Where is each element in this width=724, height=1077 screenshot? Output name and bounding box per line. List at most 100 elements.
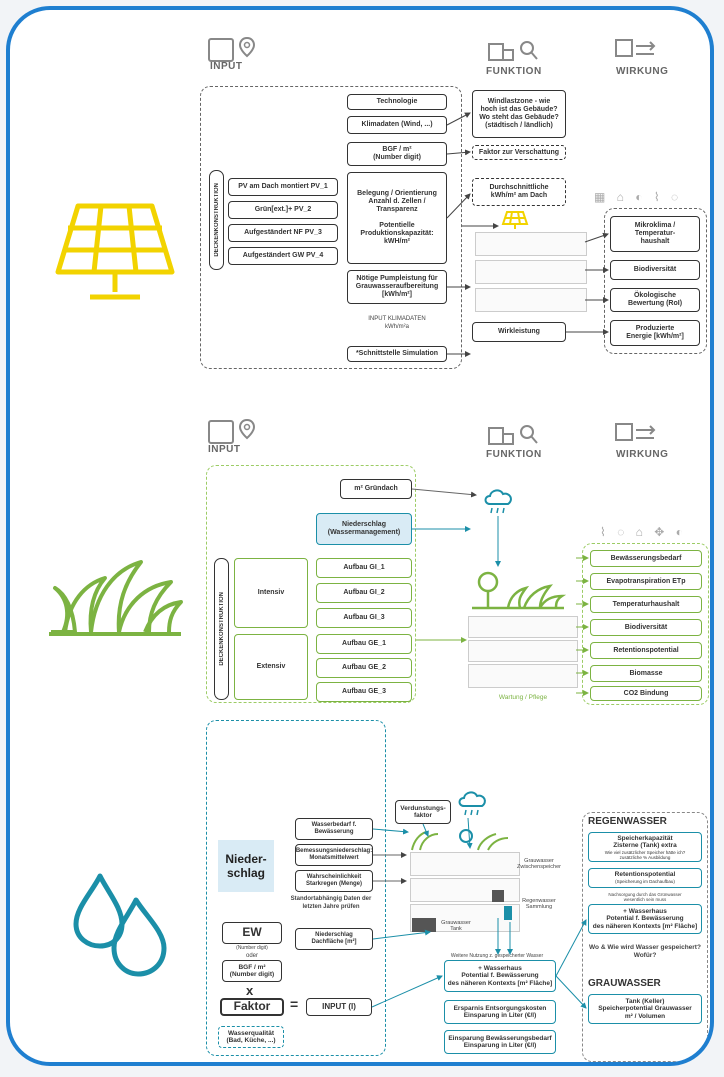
- funktion-header: FUNKTION: [486, 449, 542, 460]
- regenwasser-sammlung-label: Regenwasser Sammlung: [522, 898, 556, 910]
- green-input-container: [206, 465, 416, 703]
- floor-layer: [475, 260, 587, 284]
- water-connectors: [371, 817, 587, 1009]
- multiply-sign: x: [246, 983, 254, 998]
- effect-co2-bindung: CO2 Bindung: [590, 686, 702, 701]
- building-icon: [487, 422, 539, 451]
- bemerkung-note: Nachsorgung durch das Grünwasser wesentl…: [608, 892, 682, 902]
- schnittstelle-box: *Schnittstelle Simulation: [347, 346, 447, 362]
- speicher-label: Speicherkapazität Zisterne (Tank) extra: [613, 834, 677, 850]
- effect-retentionspotential: Retentionspotential: [590, 642, 702, 659]
- page-frame: INPUT FUNKTION WIRKUNG DECKENKONSTRUKTIO…: [6, 6, 714, 1066]
- bgf-box: BGF / m² (Number digit): [347, 142, 447, 166]
- wasserbedarf-box: Wasserbedarf f. Bewässerung: [295, 818, 373, 840]
- plants-icon: [472, 571, 567, 610]
- roof-layer: [475, 232, 587, 256]
- effect-biomasse: Biomasse: [590, 665, 702, 682]
- water-drops-icon: [73, 873, 167, 977]
- floor-layer: [468, 664, 578, 688]
- effect-oekologische-bewertung: Ökologische Bewertung (RoI): [610, 288, 700, 312]
- list-icon: [208, 38, 234, 62]
- solar-left-box-1: PV am Dach montiert PV_1: [228, 178, 338, 196]
- input-klimadaten-label: INPUT KLIMADATEN kWh/m²a: [368, 316, 426, 330]
- wartung-label: Wartung / Pflege: [498, 694, 548, 701]
- standort-note: Standortabhängig Daten der letzten Jahre…: [290, 896, 372, 910]
- grauwasser-tank: [412, 918, 436, 932]
- gruendach-box: m² Gründach: [340, 479, 412, 499]
- speicher-note: Wie viel zusätzlicher Speicher hätte ich…: [604, 849, 686, 860]
- effect-icon: [614, 38, 658, 65]
- input-header: INPUT: [210, 61, 243, 72]
- building-icon: [487, 38, 539, 67]
- wirkung-header: WIRKUNG: [616, 449, 669, 460]
- roof-layer: [410, 852, 520, 876]
- durchschnitt-box: Durchschnittliche kWh/m² am Dach: [472, 178, 566, 206]
- input-i-box: INPUT (I): [306, 998, 372, 1016]
- pumpleistung-box: Nötige Pumpleistung für Grauwasseraufber…: [347, 270, 447, 304]
- retention-note: (Speicherung im Dachaufbau): [615, 879, 675, 884]
- klimadaten-box: Klimadaten (Wind, ...): [347, 116, 447, 134]
- climate-icons: ▦ ⌂ ◐ ⌇ ◌: [594, 190, 683, 204]
- bedarf-note: Weitere Nutzung z. gespeicherter Wasser: [450, 953, 544, 959]
- regenwasser-title: REGENWASSER: [588, 816, 667, 827]
- solar-panel-icon: [55, 203, 175, 300]
- belegung-box: Belegung / Orientierung Anzahl d. Zellen…: [347, 172, 447, 264]
- zwischenspeicher-label: Grauwasser Zwischenspeicher: [516, 858, 562, 870]
- solar-connectors: [446, 112, 609, 357]
- niederschlag-box: Niederschlag (Wassermanagement): [316, 513, 412, 545]
- wasserqualitaet-box: Wasserqualität (Bad, Küche, ...): [218, 1026, 284, 1048]
- zwischenspeicher-tank: [492, 890, 504, 902]
- faktor-box: Faktor: [220, 998, 284, 1016]
- intensiv-box: Intensiv: [234, 558, 308, 628]
- niederschlag-block: Nieder- schlag: [218, 840, 274, 892]
- ew-box: EW: [222, 922, 282, 944]
- floor-layer: [475, 288, 587, 312]
- windlast-box: Windlastzone - wie hoch ist das Gebäude?…: [472, 90, 566, 138]
- green-effects-container: [582, 543, 709, 705]
- water-effects-container: [582, 812, 708, 1062]
- ew-sub: (Number digit): [236, 945, 268, 951]
- solar-input-container: [200, 86, 462, 369]
- solar-left-box-2: Grün[ext.]+ PV_2: [228, 201, 338, 219]
- input-header: INPUT: [208, 444, 241, 455]
- solar-vertical-box: DECKENKONSTRUKTION: [209, 170, 224, 270]
- wo-wie-note: Wo & Wie wird Wasser gespeichert? Wofür?: [589, 944, 701, 959]
- grass-icon: [49, 560, 183, 636]
- niederschlag-dach-box: Niederschlag Dachfläche [m²]: [295, 928, 373, 950]
- effect-biodiversitaet: Biodiversität: [610, 260, 700, 280]
- effect-produzierte-energie: Produzierte Energie [kWh/m²]: [610, 320, 700, 346]
- green-vertical-box: DECKENKONSTRUKTION: [214, 558, 229, 700]
- floor-layer: [468, 640, 578, 662]
- wasserhaus2-box: + Wasserhaus Potential f. Bewässerung de…: [588, 904, 702, 934]
- tank-box: Tank (Keller) Speicherpotential Grauwass…: [588, 994, 702, 1024]
- extensiv-box: Extensiv: [234, 634, 308, 700]
- oder-label: oder: [245, 953, 258, 959]
- green-connectors: [411, 488, 589, 696]
- wasserhaus-box: + Wasserhaus Potential f. Bewässerung de…: [444, 960, 556, 992]
- aufbau-gi-1: Aufbau GI_1: [316, 558, 412, 578]
- aufbau-ge-3: Aufbau GE_3: [316, 682, 412, 702]
- rain-cloud-icon: [484, 489, 512, 514]
- effect-temperaturhaushalt: Temperaturhaushalt: [590, 596, 702, 613]
- aufbau-ge-2: Aufbau GE_2: [316, 658, 412, 678]
- location-pin-icon: [238, 418, 256, 445]
- regenwasser-tank: [504, 906, 512, 920]
- list-icon: [208, 420, 234, 444]
- effect-biodiversitaet: Biodiversität: [590, 619, 702, 636]
- einsparung-box: Einsparung Bewässerungsbedarf Einsparung…: [444, 1030, 556, 1054]
- aufbau-gi-3: Aufbau GI_3: [316, 608, 412, 628]
- solar-effects-container: [604, 208, 707, 354]
- faktor-verschattung-box: Faktor zur Verschattung: [472, 145, 566, 160]
- bgf-water-box: BGF / m² (Number digit): [222, 960, 282, 982]
- grauwasser-title: GRAUWASSER: [588, 978, 661, 989]
- water-input-container: [206, 720, 386, 1056]
- effect-icon: [614, 422, 658, 449]
- small-solar-icon: [501, 211, 529, 229]
- funktion-header: FUNKTION: [486, 66, 542, 77]
- climate-icons: ⌇ ◌ ⌂ ✥ ◐: [600, 525, 687, 539]
- verdunstung-box: Verdunstungs- faktor: [395, 800, 451, 824]
- equals-sign: =: [290, 996, 299, 1012]
- aufbau-ge-1: Aufbau GE_1: [316, 634, 412, 654]
- location-pin-icon: [238, 36, 256, 58]
